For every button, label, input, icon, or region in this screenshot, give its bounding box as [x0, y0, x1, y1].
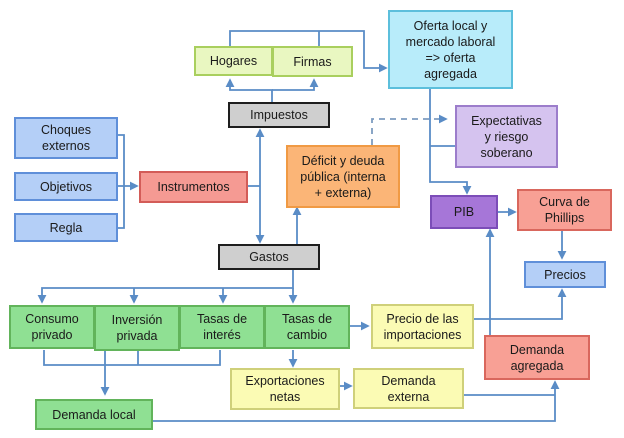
- node-exportaciones-netas[interactable]: Exportaciones netas: [230, 368, 340, 410]
- node-consumo-privado[interactable]: Consumo privado: [9, 305, 95, 349]
- edge-left-bracket: [118, 134, 125, 229]
- node-firmas[interactable]: Firmas: [272, 46, 353, 77]
- node-deficit-deuda[interactable]: Déficit y deuda pública (interna + exter…: [286, 145, 400, 208]
- edge-hogares-firmas-to-oferta: [229, 30, 388, 73]
- edge-importaciones-to-precios: [473, 288, 567, 320]
- node-precios[interactable]: Precios: [524, 261, 606, 288]
- edge-bottom-row-to-demanda-local: [43, 350, 221, 366]
- node-expectativas[interactable]: Expectativas y riesgo soberano: [455, 105, 558, 168]
- node-tasas-interes[interactable]: Tasas de interés: [179, 305, 265, 349]
- node-choques-externos[interactable]: Choques externos: [14, 117, 118, 159]
- node-regla[interactable]: Regla: [14, 213, 118, 242]
- edge-gastos-to-bottom-row: [37, 270, 294, 304]
- node-demanda-agregada[interactable]: Demanda agregada: [484, 335, 590, 380]
- node-impuestos[interactable]: Impuestos: [228, 102, 330, 128]
- node-precio-importaciones[interactable]: Precio de las importaciones: [371, 304, 474, 349]
- edge-oferta-to-pib: [429, 89, 472, 195]
- node-curva-phillips[interactable]: Curva de Phillips: [517, 189, 612, 231]
- node-demanda-local[interactable]: Demanda local: [35, 399, 153, 430]
- edge-deficit-to-expectativas: [371, 114, 448, 145]
- edge-impuestos-to-hogares-firmas: [225, 78, 273, 103]
- node-oferta-local[interactable]: Oferta local y mercado laboral => oferta…: [388, 10, 513, 89]
- node-instrumentos[interactable]: Instrumentos: [139, 171, 248, 203]
- node-demanda-externa[interactable]: Demanda externa: [353, 368, 464, 409]
- node-tasas-cambio[interactable]: Tasas de cambio: [264, 305, 350, 349]
- node-inversion-privada[interactable]: Inversión privada: [94, 305, 180, 351]
- node-pib[interactable]: PIB: [430, 195, 498, 229]
- edge-impuestos-to-firmas: [272, 78, 319, 91]
- node-gastos[interactable]: Gastos: [218, 244, 320, 270]
- node-hogares[interactable]: Hogares: [194, 46, 273, 76]
- node-objetivos[interactable]: Objetivos: [14, 172, 118, 201]
